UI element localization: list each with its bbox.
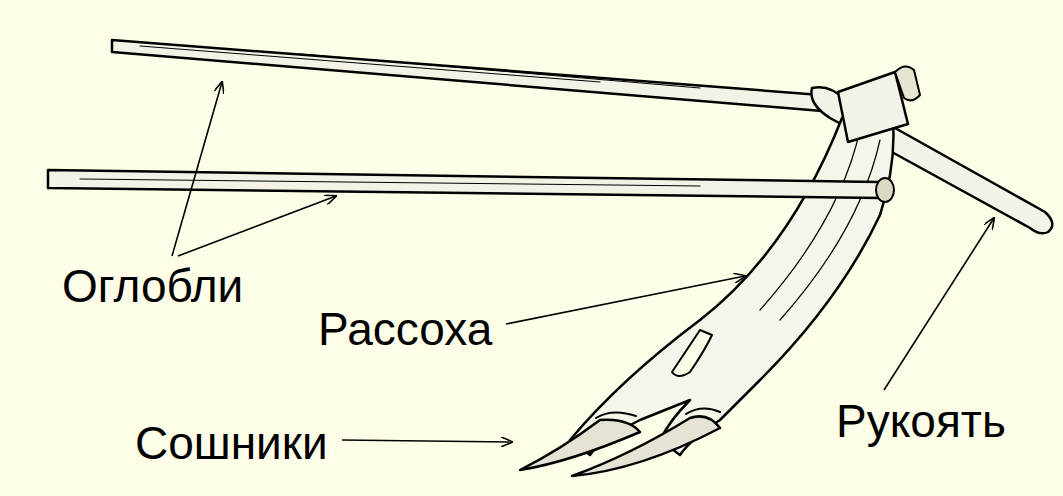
leader-line	[172, 82, 222, 256]
shaft-ring	[876, 178, 894, 202]
share-collar	[596, 408, 720, 418]
head-block	[838, 72, 908, 142]
lower-shaft	[48, 170, 884, 198]
part-label: Рассоха	[318, 306, 492, 352]
leader-line	[178, 196, 336, 256]
knob	[895, 66, 920, 100]
wood-grain	[760, 130, 880, 320]
wood-grain	[140, 46, 700, 88]
part-label: Рукоять	[836, 398, 1006, 444]
upper-shaft	[112, 40, 860, 114]
leader-line	[342, 440, 512, 442]
leader-line	[884, 218, 994, 390]
part-label: Сошники	[135, 420, 328, 466]
leader-line	[506, 276, 745, 324]
fork-slot	[672, 330, 712, 376]
part-label: Оглобли	[62, 263, 243, 309]
wood-grain	[80, 179, 700, 186]
right-share	[572, 416, 720, 476]
